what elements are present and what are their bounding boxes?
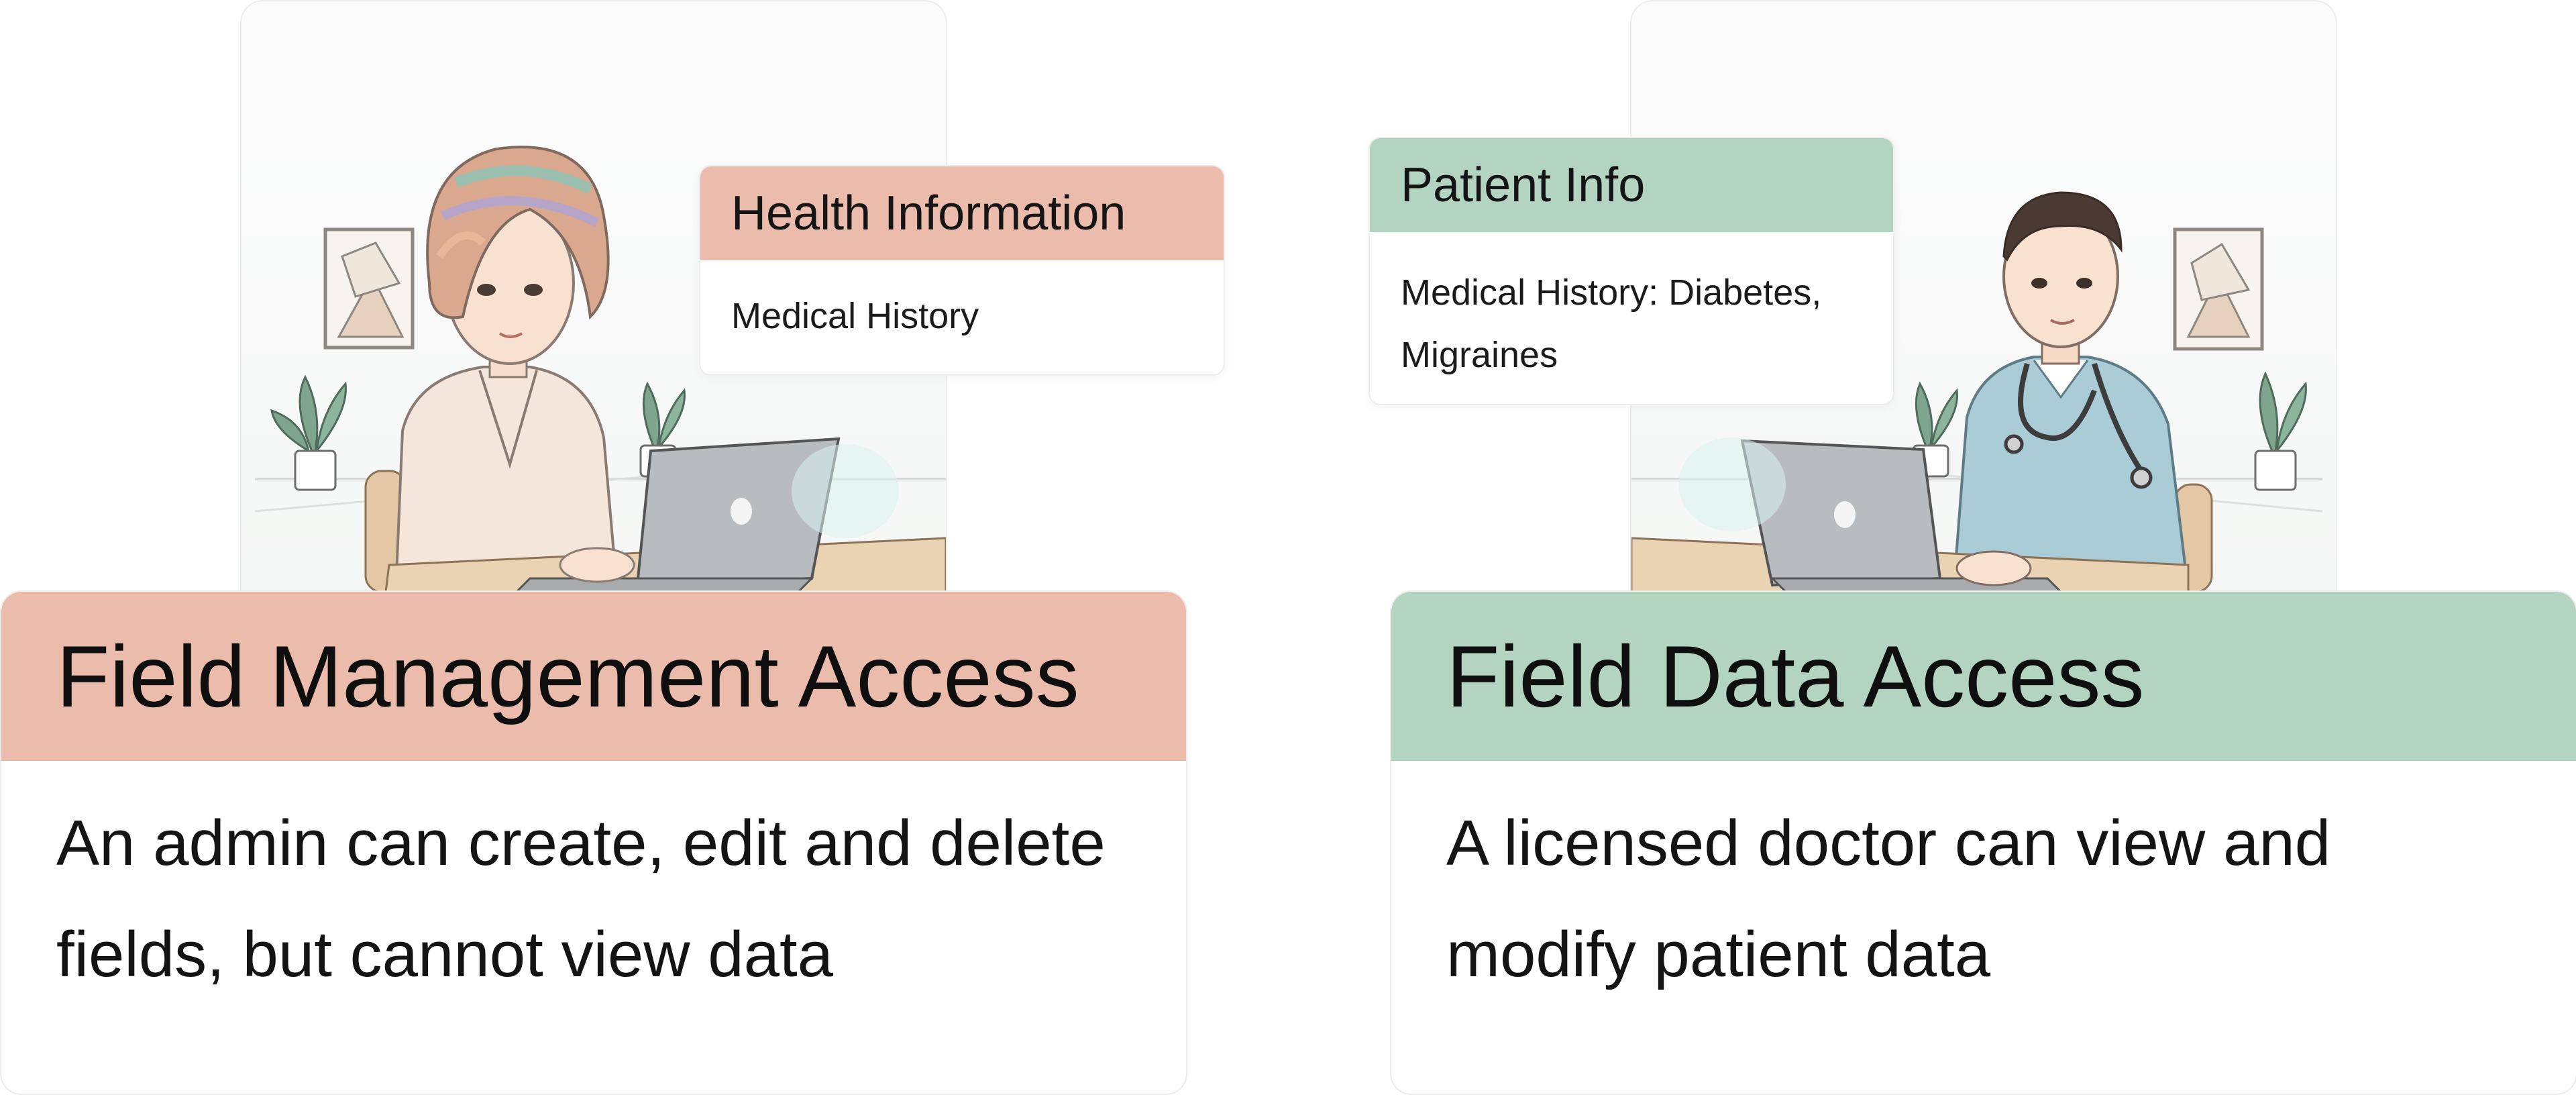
stethoscope-icon [2004, 362, 2153, 489]
laptop-icon [515, 437, 841, 592]
wall-art-icon [323, 227, 415, 350]
plant-icon [270, 374, 347, 491]
patient-info-card: Patient Info Medical History: Diabetes, … [1368, 137, 1894, 405]
field-management-panel: Health Information Medical History Field… [0, 0, 1225, 1095]
field-data-description: A licensed doctor can view and modify pa… [1446, 807, 2331, 990]
admin-woman-illustration [254, 146, 946, 592]
field-data-panel: Patient Info Medical History: Diabetes, … [1368, 0, 2576, 1095]
field-management-card: Field Management Access An admin can cre… [0, 590, 1187, 1095]
doctor-illustration-frame [1630, 0, 2337, 592]
patient-card-body: Medical History: Diabetes, Migraines [1401, 272, 1822, 375]
health-card-body: Medical History [731, 296, 979, 336]
health-information-card: Health Information Medical History [699, 165, 1225, 376]
field-data-card: Field Data Access A licensed doctor can … [1390, 590, 2576, 1095]
plant-icon [2254, 371, 2307, 491]
doctor-illustration [1631, 191, 2323, 592]
wall-art-icon [2173, 227, 2264, 351]
field-data-title: Field Data Access [1391, 592, 2576, 761]
field-management-title: Field Management Access [1, 592, 1186, 761]
health-card-title: Health Information [700, 166, 1224, 260]
field-management-description: An admin can create, edit and delete fie… [56, 807, 1106, 990]
patient-card-title: Patient Info [1370, 138, 1893, 232]
